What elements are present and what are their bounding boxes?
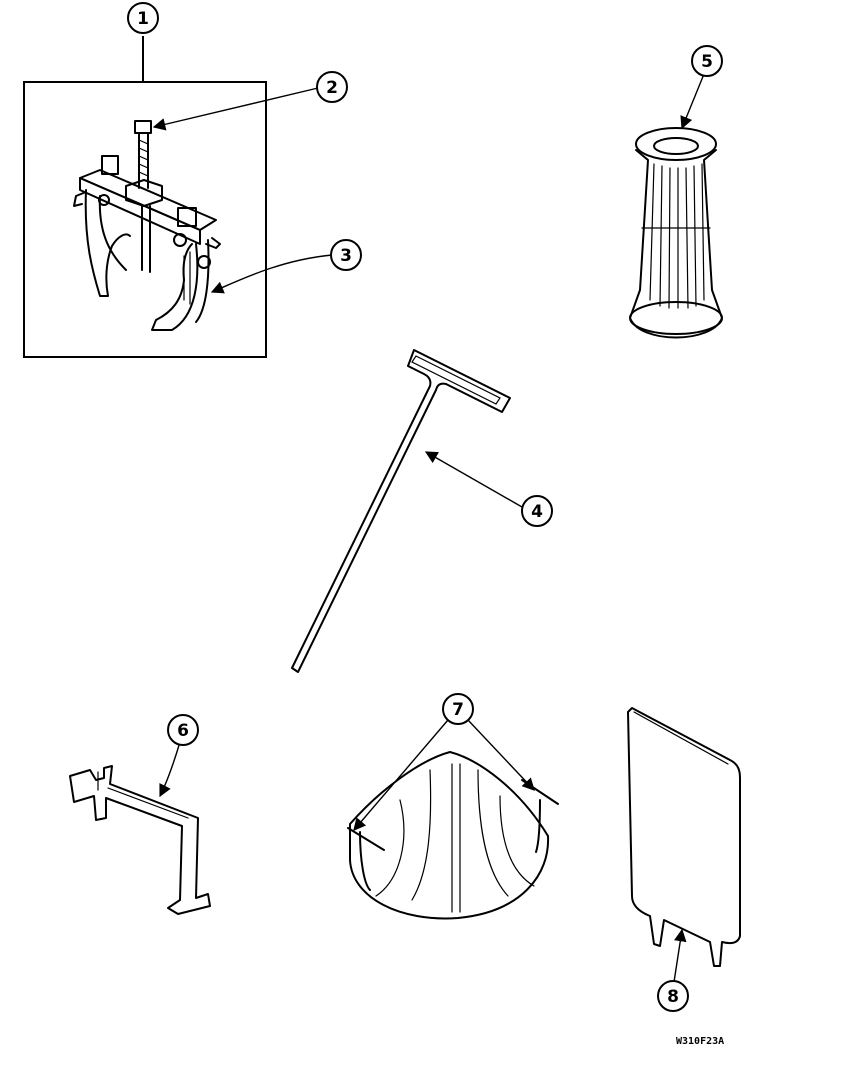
callout-7: 7: [442, 693, 474, 725]
puller-kit-box: [23, 36, 267, 358]
agitator-fin: [347, 751, 559, 920]
callout-1-label: 1: [137, 9, 149, 29]
callout-1: 1: [127, 2, 159, 34]
puller-frame: [73, 155, 221, 331]
drawing-code: W310F23A: [676, 1036, 725, 1047]
filter: [629, 127, 723, 339]
callout-5: 5: [691, 45, 723, 77]
callout-3: 3: [330, 239, 362, 271]
callout-6-label: 6: [177, 721, 189, 741]
plate: [627, 707, 741, 967]
callout-2-label: 2: [326, 78, 338, 98]
callout-2: 2: [316, 71, 348, 103]
puller-bolt: [125, 120, 163, 207]
leader-lines: [152, 73, 705, 983]
callout-4-label: 4: [531, 502, 543, 522]
callout-4: 4: [521, 495, 553, 527]
bracket: [69, 765, 211, 915]
t-handle-wrench: [291, 349, 511, 673]
callout-5-label: 5: [701, 52, 713, 72]
callout-8: 8: [657, 980, 689, 1012]
callout-8-label: 8: [667, 987, 679, 1007]
callout-6: 6: [167, 714, 199, 746]
callout-7-label: 7: [452, 700, 464, 720]
callout-3-label: 3: [340, 246, 352, 266]
